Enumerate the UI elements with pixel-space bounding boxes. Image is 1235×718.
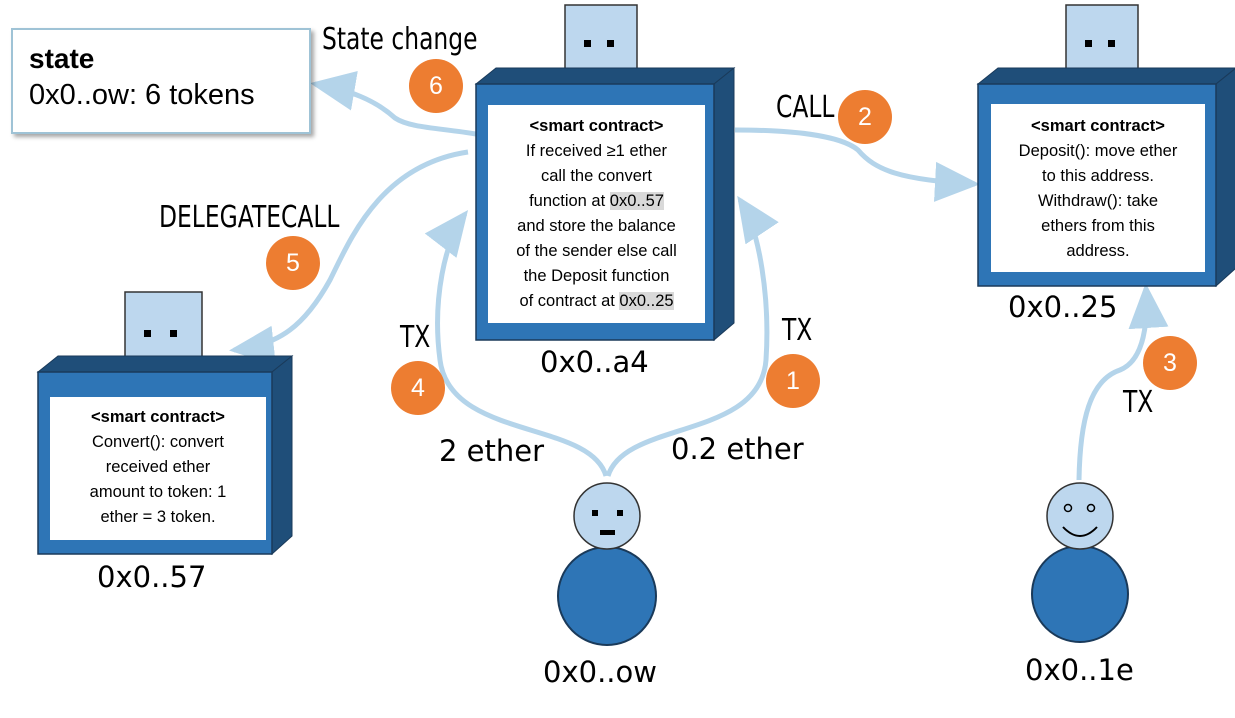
contract-converter-address: 0x0..57 xyxy=(97,560,207,594)
user-other-eye-right xyxy=(1086,503,1096,513)
label-state-change: State change xyxy=(322,22,478,57)
contract-converter-side xyxy=(271,354,293,556)
contract-converter-panel xyxy=(50,397,266,540)
inline-address-bank: 0x0..25 xyxy=(619,292,674,310)
user-owner-head xyxy=(573,482,641,550)
label-tx-bank: TX xyxy=(1123,385,1154,420)
contract-bank-side xyxy=(1215,68,1235,288)
user-owner xyxy=(557,482,657,646)
contract-main-header: <smart contract> xyxy=(529,117,664,135)
label-tx-left: TX xyxy=(400,320,431,355)
contract-bank-line: address. xyxy=(1066,242,1130,260)
contract-main xyxy=(474,4,736,342)
arrow-tx-0.2ether xyxy=(605,195,779,477)
user-other-head xyxy=(1046,482,1114,550)
contract-bank-head xyxy=(1065,4,1139,78)
label-delegatecall: DELEGATECALL xyxy=(159,200,340,235)
contract-main-line-text: function at xyxy=(529,192,610,210)
user-other-address: 0x0..1e xyxy=(1025,653,1134,687)
contract-main-top xyxy=(474,67,736,85)
user-owner-body xyxy=(557,546,657,646)
arrows xyxy=(229,71,1169,481)
contract-converter xyxy=(36,291,294,556)
step-badge-5: 5 xyxy=(266,236,320,290)
state-box: state 0x0..ow: 6 tokens xyxy=(11,28,311,134)
contract-bank xyxy=(976,4,1235,288)
contract-main-eye-left xyxy=(584,40,591,47)
step-badge-1: 1 xyxy=(766,354,820,408)
contract-bank-panel xyxy=(991,104,1205,272)
contract-main-text: <smart contract> If received ≥1 ether ca… xyxy=(488,114,705,314)
step-badge-2: 2 xyxy=(838,90,892,144)
arrow-delegatecall xyxy=(229,149,469,366)
contract-bank-eye-left xyxy=(1085,40,1092,47)
contract-main-line: If received ≥1 ether xyxy=(525,142,668,160)
contract-converter-eye-right xyxy=(170,330,177,337)
contract-main-head xyxy=(564,4,638,78)
contract-converter-line: ether = 3 token. xyxy=(100,508,216,526)
arrow-state-change xyxy=(310,71,477,137)
user-owner-eye-right xyxy=(617,510,623,516)
label-0.2-ether: 0.2 ether xyxy=(671,432,804,466)
user-other-body xyxy=(1031,545,1129,643)
label-2-ether: 2 ether xyxy=(439,434,545,468)
contract-bank-line: ethers from this xyxy=(1041,217,1155,235)
contract-main-side xyxy=(713,66,735,342)
contract-bank-text: <smart contract> Deposit(): move ether t… xyxy=(991,114,1205,264)
contract-converter-eye-left xyxy=(144,330,151,337)
arrow-tx-2ether xyxy=(424,210,609,477)
contract-converter-line: amount to token: 1 xyxy=(89,483,227,501)
contract-converter-text: <smart contract> Convert(): convert rece… xyxy=(50,405,266,530)
contract-main-eye-right xyxy=(607,40,614,47)
step-badge-6: 6 xyxy=(409,59,463,113)
contract-converter-top xyxy=(36,355,294,373)
contract-main-line: call the convert xyxy=(541,167,652,185)
contract-bank-eye-right xyxy=(1108,40,1115,47)
contract-converter-header: <smart contract> xyxy=(91,408,225,426)
contract-main-panel xyxy=(488,105,705,323)
user-other xyxy=(1031,482,1129,643)
contract-main-line: and store the balance xyxy=(517,217,676,235)
contract-main-address: 0x0..a4 xyxy=(540,345,649,379)
contract-main-line: the Deposit function xyxy=(523,267,670,285)
contract-bank-line: Deposit(): move ether xyxy=(1018,142,1178,160)
contract-main-line: function at 0x0..57 xyxy=(488,189,705,214)
contract-main-line: of contract at 0x0..25 xyxy=(488,289,705,314)
contract-bank-address: 0x0..25 xyxy=(1008,290,1118,324)
state-line: 0x0..ow: 6 tokens xyxy=(29,79,255,111)
user-owner-eye-left xyxy=(592,510,598,516)
contract-bank-line: Withdraw(): take xyxy=(1037,192,1159,210)
state-title: state xyxy=(29,43,95,74)
step-badge-4: 4 xyxy=(391,361,445,415)
contract-bank-header: <smart contract> xyxy=(1031,117,1165,135)
contract-bank-top xyxy=(976,67,1235,85)
user-owner-address: 0x0..ow xyxy=(543,655,657,689)
arrow-call xyxy=(734,127,980,202)
label-tx-right: TX xyxy=(782,313,813,348)
inline-address-converter: 0x0..57 xyxy=(609,192,664,210)
contract-main-line-text: of contract at xyxy=(519,292,620,310)
contract-bank-line: to this address. xyxy=(1042,167,1154,185)
user-other-eye-left xyxy=(1063,503,1073,513)
arrow-tx-bank xyxy=(1076,283,1169,481)
user-owner-mouth xyxy=(600,530,615,535)
contract-main-line: of the sender else call xyxy=(516,242,677,260)
step-badge-3: 3 xyxy=(1143,336,1197,390)
label-call: CALL xyxy=(776,90,835,125)
user-other-smile xyxy=(1062,526,1098,537)
contract-converter-line: received ether xyxy=(105,458,211,476)
contract-converter-line: Convert(): convert xyxy=(91,433,225,451)
